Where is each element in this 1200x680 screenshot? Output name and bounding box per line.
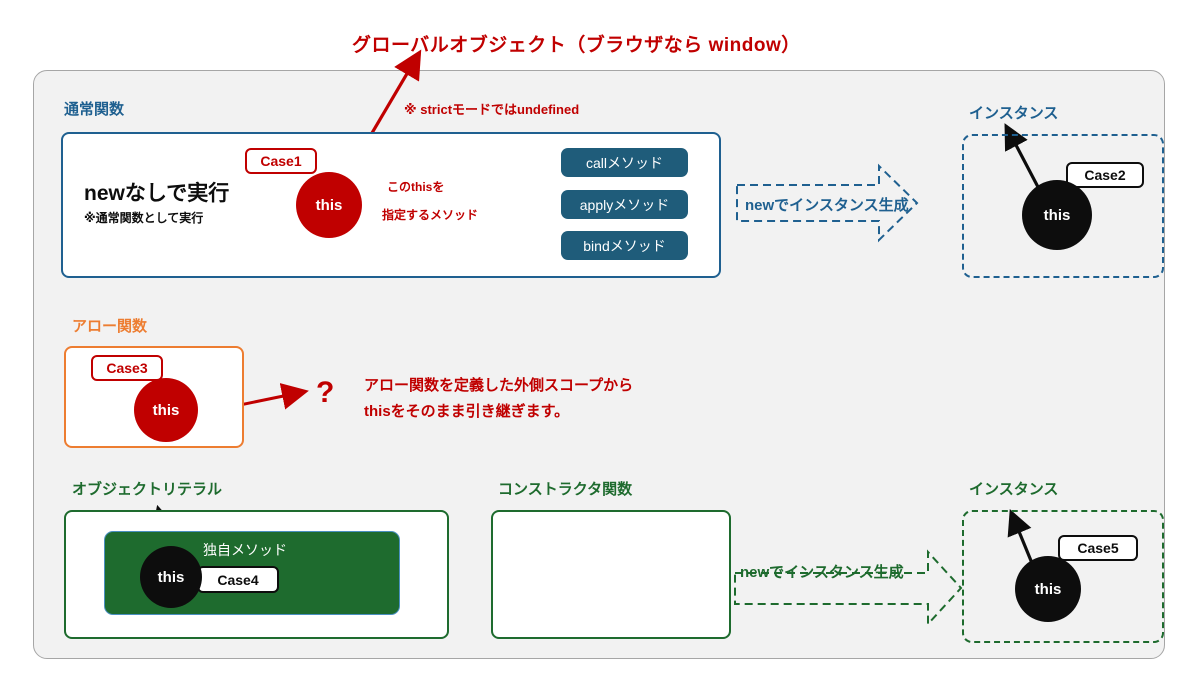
method-note-line1: このthisを [387,180,445,194]
section-caption-constructor-function: コンストラクタ関数 [498,481,633,498]
new-instance-label-bottom: newでインスタンス生成 [740,564,904,581]
method-pill-call[interactable]: callメソッド [561,148,688,177]
normal-function-subline: ※通常関数として実行 [84,211,204,225]
section-caption-instance-bottom: インスタンス [969,481,1059,498]
case-tag-case1: Case1 [245,148,317,174]
section-caption-arrow-function: アロー関数 [72,318,148,335]
page-title: グローバルオブジェクト（ブラウザなら window） [352,35,801,56]
section-caption-object-literal: オブジェクトリテラル [72,481,223,498]
section-caption-instance-top: インスタンス [969,105,1059,122]
normal-function-headline: newなしで実行 [84,182,230,205]
case-tag-case3: Case3 [91,355,163,381]
question-mark: ? [316,376,335,409]
new-instance-label-top: newでインスタンス生成 [745,197,909,214]
section-caption-normal-function: 通常関数 [64,101,125,118]
case-tag-case5: Case5 [1058,535,1138,561]
case-tag-case4: Case4 [197,566,279,593]
custom-method-label: 独自メソッド [203,542,287,558]
this-circle-case2: this [1022,180,1092,250]
case-tag-case2: Case2 [1066,162,1144,188]
this-circle-case4: this [140,546,202,608]
method-note-line2: 指定するメソッド [382,208,479,222]
method-pill-bind[interactable]: bindメソッド [561,231,688,260]
constructor-function-box [491,510,731,639]
instance-bottom-box [962,510,1164,643]
this-circle-case3: this [134,378,198,442]
instance-top-box [962,134,1164,278]
this-circle-case1: this [296,172,362,238]
this-circle-case5: this [1015,556,1081,622]
arrow-function-note-line2: thisをそのまま引き継ぎます。 [364,403,570,420]
method-pill-apply[interactable]: applyメソッド [561,190,688,219]
strict-mode-note: ※ strictモードではundefined [404,102,580,117]
arrow-function-note-line1: アロー関数を定義した外側スコープから [364,377,634,394]
